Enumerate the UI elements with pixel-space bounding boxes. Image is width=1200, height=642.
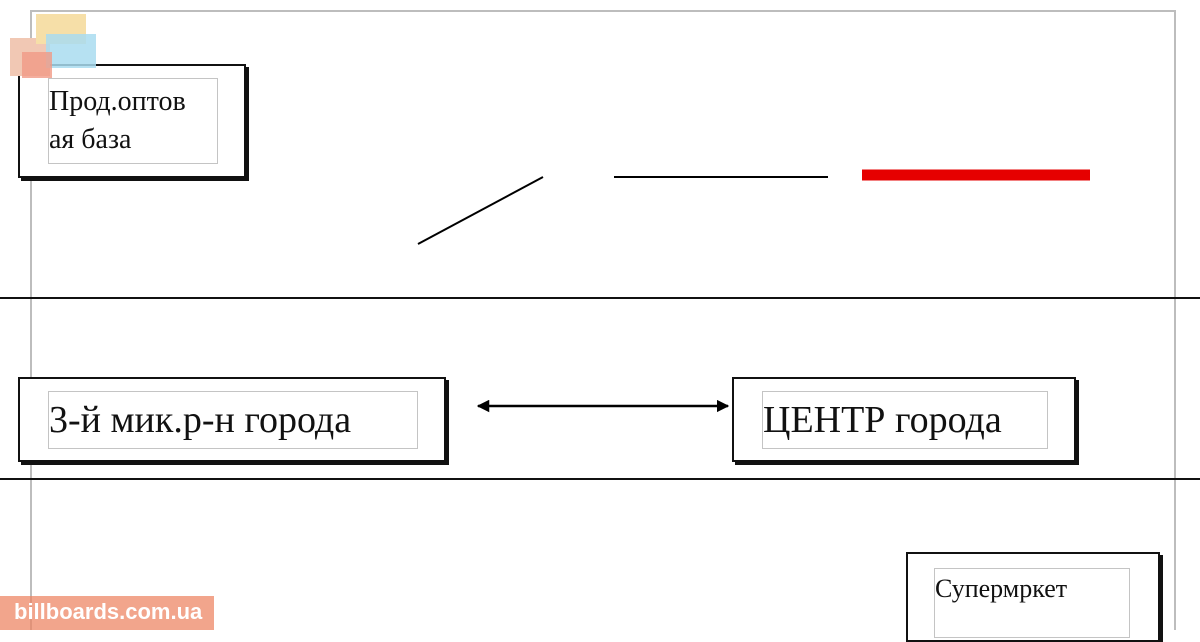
district-3-node: 3-й мик.р-н города: [18, 377, 446, 462]
district-3-label: 3-й мик.р-н города: [48, 391, 418, 449]
watermark-badge: billboards.com.ua: [0, 596, 214, 630]
supermarket-node: Супермркет: [906, 552, 1160, 642]
city-center-node: ЦЕНТР города: [732, 377, 1076, 462]
separator-line-top: [0, 297, 1200, 299]
watermark-text: billboards.com.ua: [14, 599, 203, 624]
wholesale-base-label: Прод.оптов ая база: [48, 78, 218, 164]
wholesale-base-text: Прод.оптов ая база: [49, 86, 186, 155]
district-3-text: 3-й мик.р-н города: [49, 399, 352, 441]
legend-line-diagonal: [417, 176, 544, 245]
separator-line-bottom: [0, 478, 1200, 480]
supermarket-label: Супермркет: [934, 568, 1130, 638]
wholesale-base-node: Прод.оптов ая база: [18, 64, 246, 178]
frame-top-line: [30, 10, 1176, 12]
city-center-label: ЦЕНТР города: [762, 391, 1048, 449]
supermarket-text: Супермркет: [935, 574, 1068, 603]
billboard-logo-icon: [10, 14, 96, 78]
frame-right-line: [1174, 10, 1176, 630]
city-center-text: ЦЕНТР города: [763, 399, 1002, 441]
frame-left-line: [30, 10, 32, 630]
